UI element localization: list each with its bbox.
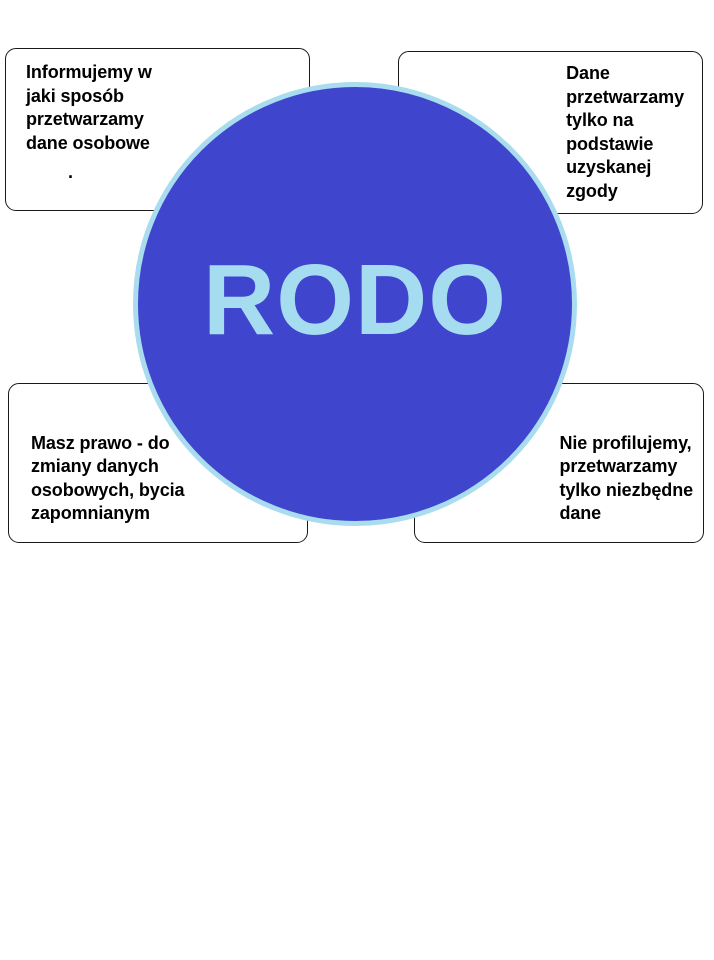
- callout-text-top-right: Dane przetwarzamy tylko na podstawie uzy…: [566, 63, 684, 201]
- callout-text-top-left: Informujemy w jaki sposób przetwarzamy d…: [26, 62, 152, 153]
- callout-text-top-left-extra: .: [68, 162, 74, 183]
- center-circle-label: RODO: [203, 244, 507, 356]
- callout-text-bottom-left: Masz prawo - do zmiany danych osobowych,…: [31, 432, 185, 524]
- center-circle-shape: RODO: [133, 82, 577, 526]
- callout-text-bottom-right: Nie profilujemy, przetwarzamy tylko niez…: [559, 432, 693, 524]
